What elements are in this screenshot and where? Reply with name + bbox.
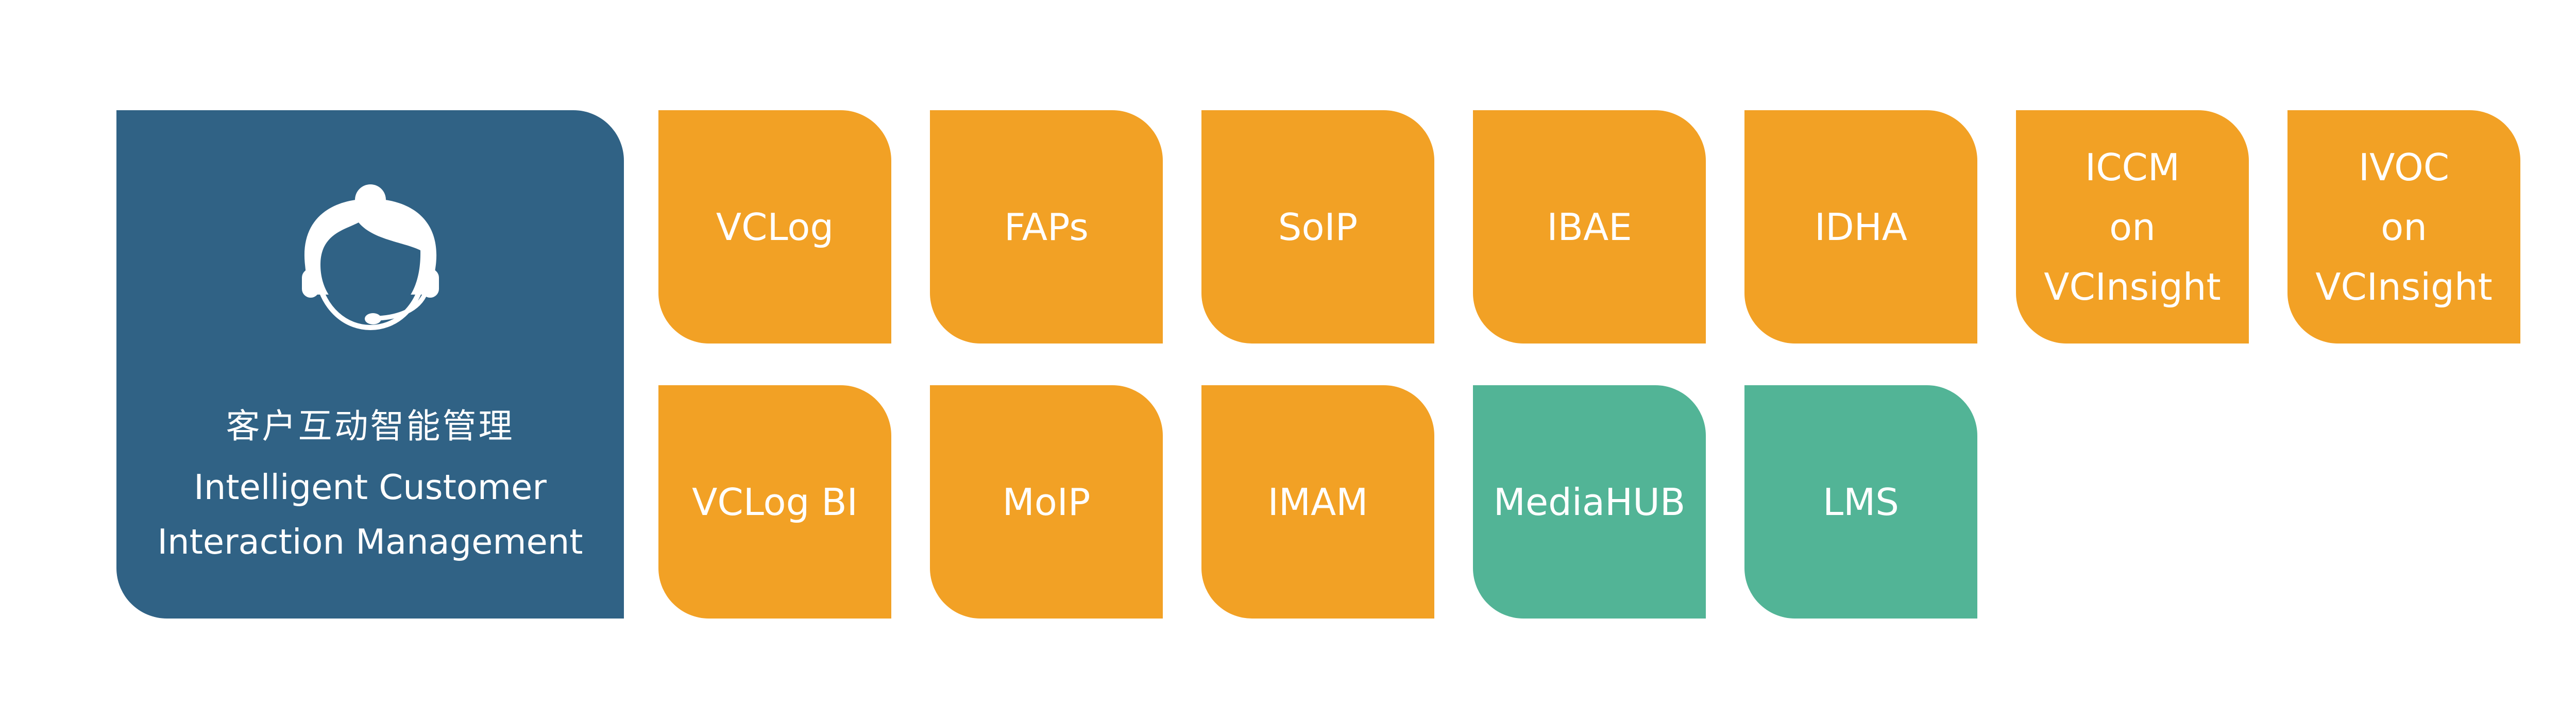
module-tile-label: FAPs <box>1004 205 1089 249</box>
main-product-panel: 客户互动智能管理 Intelligent Customer Interactio… <box>116 110 624 619</box>
customer-service-agent-icon <box>302 184 439 331</box>
module-tile: MoIP <box>930 385 1163 619</box>
module-tile: ICCM on VCInsight <box>2016 110 2249 344</box>
module-tile: IVOC on VCInsight <box>2287 110 2520 344</box>
module-tile: IBAE <box>1473 110 1706 344</box>
main-title-en-line1: Intelligent Customer <box>194 467 547 507</box>
module-tile: VCLog <box>658 110 891 344</box>
module-tile-label: VCLog <box>716 205 834 249</box>
module-tile: LMS <box>1744 385 1977 619</box>
module-tile: VCLog BI <box>658 385 891 619</box>
module-tile: IMAM <box>1201 385 1434 619</box>
module-tile: SoIP <box>1201 110 1434 344</box>
module-tile-label: MediaHUB <box>1493 480 1686 524</box>
main-title-cn: 客户互动智能管理 <box>226 406 515 446</box>
module-tile-label: ICCM on VCInsight <box>2044 145 2221 308</box>
module-tile-label: IVOC on VCInsight <box>2315 145 2493 308</box>
main-title-en-line2: Interaction Management <box>157 522 583 562</box>
module-tile-label: SoIP <box>1278 205 1358 249</box>
module-tile-label: LMS <box>1823 480 1899 524</box>
module-tile-label: VCLog BI <box>692 480 858 524</box>
module-tile-label: IDHA <box>1814 205 1908 249</box>
module-tile: FAPs <box>930 110 1163 344</box>
module-tile: IDHA <box>1744 110 1977 344</box>
module-tile-label: IMAM <box>1267 480 1368 524</box>
module-tile: MediaHUB <box>1473 385 1706 619</box>
module-tile-label: MoIP <box>1002 480 1091 524</box>
module-tile-label: IBAE <box>1547 205 1632 249</box>
